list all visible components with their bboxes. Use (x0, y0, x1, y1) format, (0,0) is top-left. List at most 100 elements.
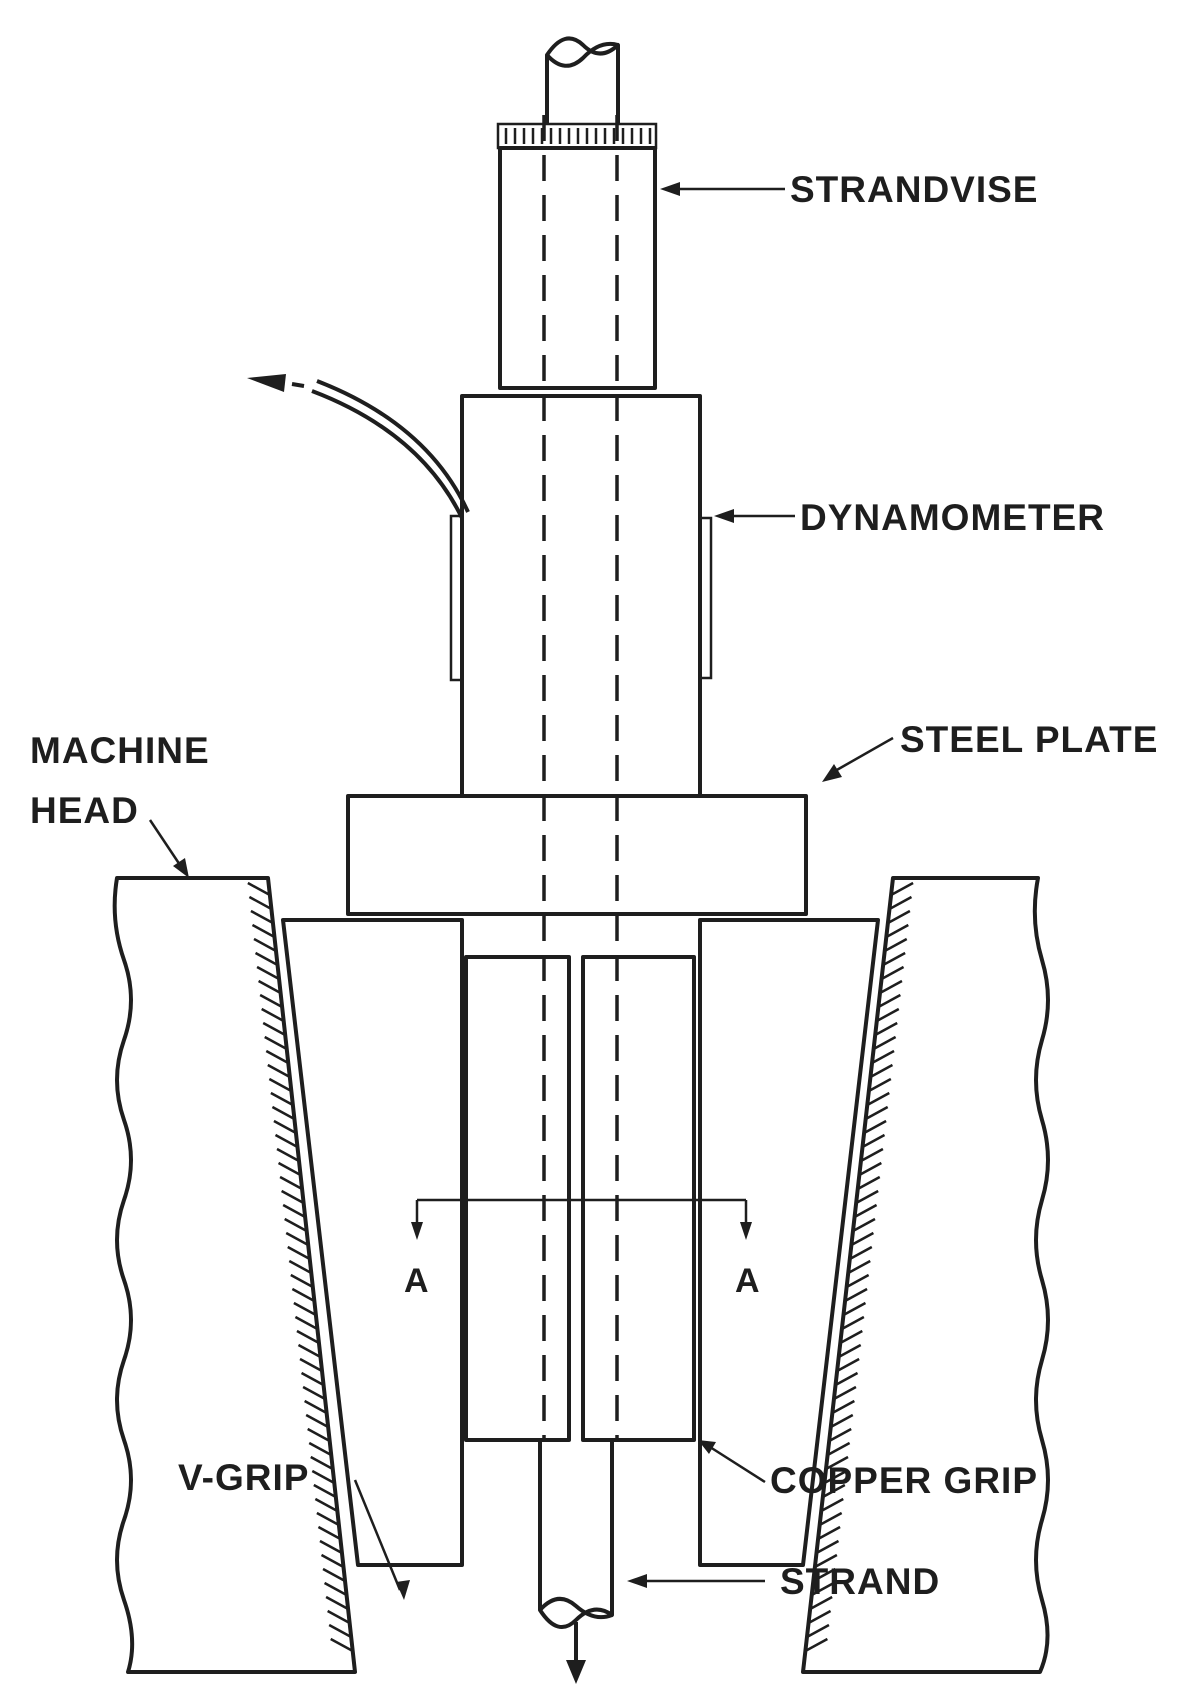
hatch-mark (284, 1217, 308, 1233)
dynamometer-cable (311, 379, 470, 519)
strand-bottom (538, 1440, 614, 1630)
copper-grip-right (581, 955, 696, 1442)
hatch-mark (804, 1637, 828, 1653)
machine-head-right-hatching (804, 881, 914, 1653)
dynamometer-gauge-left (449, 514, 464, 682)
hatch-mark (830, 1413, 854, 1429)
v-grip-left-wedge (281, 918, 464, 1567)
hatch-mark (869, 1063, 894, 1079)
hatch-mark (251, 923, 276, 939)
hatch-mark (247, 881, 271, 897)
hatch-mark (254, 951, 279, 967)
steel-plate-leader-arrow (822, 764, 842, 782)
machine-head-leader-arrow (173, 858, 189, 878)
hatch-mark (888, 895, 913, 911)
hatch-mark (258, 979, 282, 995)
hatch-mark (874, 1021, 898, 1037)
hatch-mark (277, 1161, 302, 1177)
dynamometer-body (460, 394, 702, 798)
hatch-mark (268, 1077, 292, 1093)
hatch-mark (847, 1259, 871, 1275)
copper-grip-left (464, 955, 571, 1442)
hatch-mark (325, 1595, 349, 1611)
hatch-mark (287, 1245, 311, 1261)
dynamometer-gauge-right (698, 516, 713, 680)
hatch-mark (302, 1385, 326, 1401)
hatch-mark (825, 1455, 849, 1471)
hatch-mark (887, 909, 911, 925)
hatch-mark (853, 1203, 878, 1219)
dynamometer-leader-arrow (714, 509, 734, 523)
hatch-mark (877, 993, 901, 1009)
copper-grip-leader-arrow (698, 1440, 716, 1454)
machine-head-left-hatching (247, 881, 354, 1653)
strand-top (545, 36, 620, 124)
section-arrow-left (411, 1222, 423, 1240)
hatch-mark (288, 1259, 312, 1275)
strand-bottom-break (538, 1597, 613, 1620)
hatch-mark (820, 1497, 844, 1513)
hatch-mark (850, 1231, 874, 1247)
section-label-left: A (404, 1262, 429, 1300)
hatch-mark (834, 1371, 859, 1387)
hatch-mark (865, 1105, 889, 1121)
hatch-mark (322, 1567, 346, 1583)
hatch-mark (823, 1469, 848, 1485)
hatch-mark (885, 923, 909, 939)
label-copper-grip: COPPER GRIP (770, 1460, 1038, 1501)
label-v-grip: V-GRIP (178, 1457, 309, 1498)
hatch-mark (253, 937, 277, 953)
machine-head-right-block (801, 876, 1050, 1674)
hatch-mark (328, 1623, 352, 1639)
hatch-mark (267, 1063, 291, 1079)
hatch-mark (262, 1021, 286, 1037)
hatch-mark (248, 895, 272, 911)
hatch-mark (290, 1273, 314, 1289)
hatch-mark (305, 1413, 329, 1429)
label-strandvise: STRANDVISE (790, 169, 1038, 210)
hatch-mark (849, 1245, 873, 1261)
hatch-mark (809, 1595, 833, 1611)
strand-leader-arrow (627, 1574, 647, 1588)
strand-top-break (545, 41, 619, 68)
hatch-mark (261, 1007, 285, 1023)
hatch-mark (841, 1315, 865, 1331)
hatch-mark (807, 1609, 832, 1625)
hatch-mark (882, 951, 906, 967)
machine-head-leader (148, 819, 182, 866)
hatch-mark (861, 1133, 886, 1149)
hatch-mark (294, 1315, 319, 1331)
hatch-mark (297, 1343, 322, 1359)
hatch-mark (293, 1301, 317, 1317)
hatch-mark (274, 1133, 299, 1149)
label-machine-head-line2: HEAD (30, 790, 139, 831)
v-grip-leader-arrow (396, 1580, 410, 1600)
hatch-mark (299, 1357, 323, 1373)
hatch-mark (842, 1301, 867, 1317)
dynamometer-cable-arrowhead (247, 374, 286, 392)
dynamometer-cable-gap-dash (291, 382, 305, 388)
label-steel-plate: STEEL PLATE (900, 719, 1158, 760)
section-label-right: A (735, 1262, 760, 1300)
hatch-mark (308, 1441, 332, 1457)
label-machine-head-line1: MACHINE (30, 730, 210, 771)
hatch-mark (831, 1399, 855, 1415)
label-strand: STRAND (780, 1561, 940, 1602)
hatch-mark (327, 1609, 351, 1625)
hatch-mark (812, 1567, 836, 1583)
hatch-mark (838, 1343, 862, 1359)
copper-grip-leader (709, 1445, 766, 1484)
hatch-mark (317, 1525, 342, 1541)
hatch-mark (846, 1273, 870, 1289)
hatch-mark (876, 1007, 900, 1023)
hatch-mark (307, 1427, 331, 1443)
hatch-mark (264, 1035, 288, 1051)
machine-head-left-block (112, 876, 357, 1674)
hatch-mark (265, 1049, 289, 1065)
hatch-mark (871, 1049, 895, 1065)
hatch-mark (833, 1385, 857, 1401)
hatch-mark (282, 1203, 306, 1219)
hatch-mark (857, 1175, 881, 1191)
hatch-mark (291, 1287, 315, 1303)
